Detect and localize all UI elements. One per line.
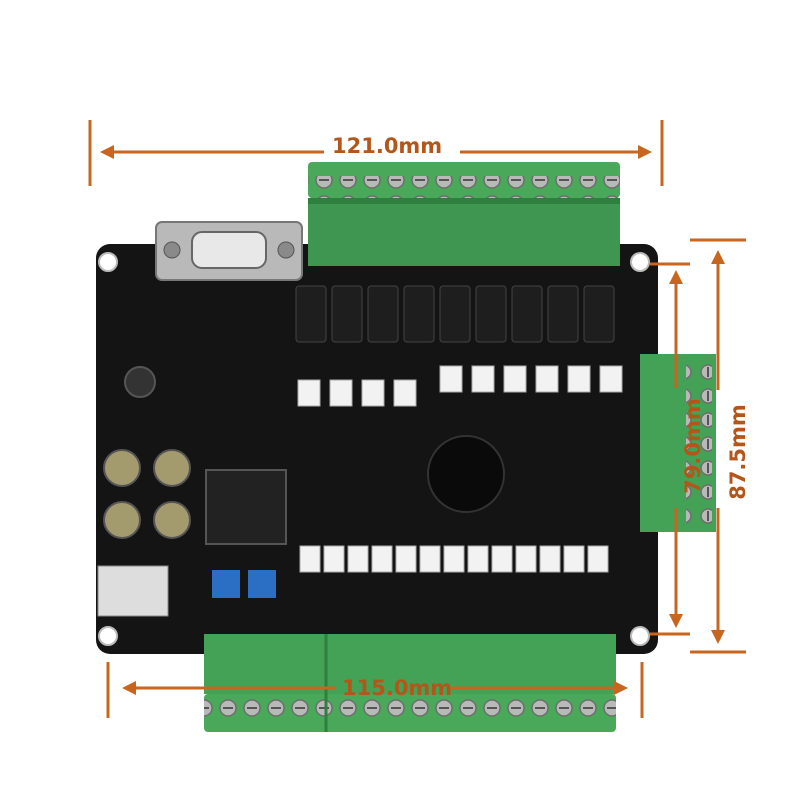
microcontroller-chip [205,469,287,545]
potentiometers [212,570,276,598]
terminal-block-right [640,354,716,532]
db9-serial-connector [155,221,303,281]
dimension-bottom-width: 115.0mm [342,676,453,700]
capacitors [103,366,191,539]
terminal-block-bottom [204,634,616,732]
switch [97,565,169,617]
dimension-top-width: 121.0mm [332,134,443,158]
buzzer [427,435,505,513]
terminal-block-top [308,162,620,266]
dimension-outer-height: 87.5mm [725,404,750,500]
dimension-lines [88,120,746,718]
optocoupler-row-lower [299,545,609,573]
dimension-inner-height: 79.0mm [680,398,705,494]
optocoupler-row-upper [297,365,623,407]
relay-row [295,285,615,343]
